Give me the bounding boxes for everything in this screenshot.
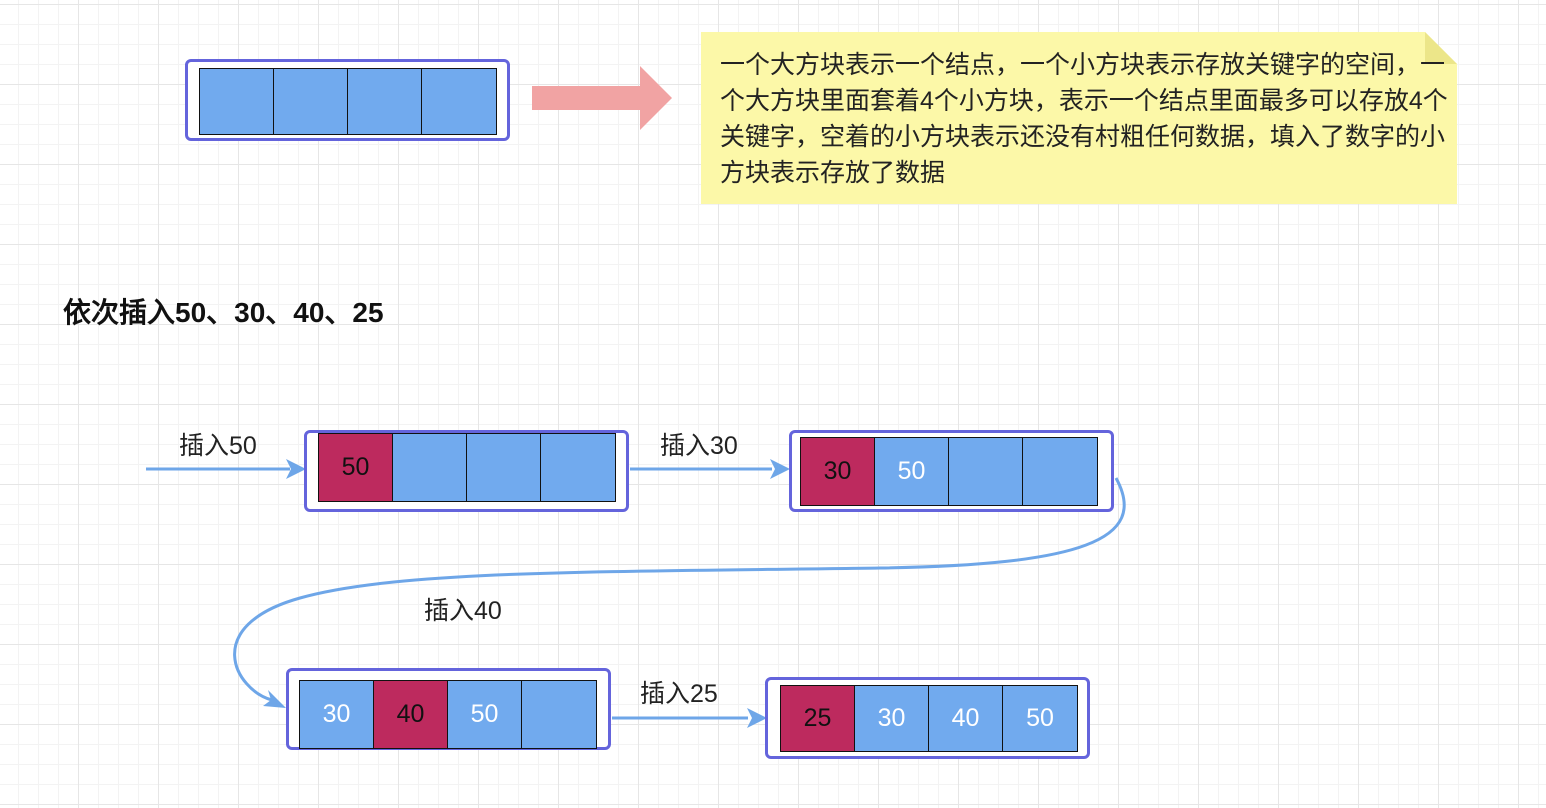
key-slot: 40 bbox=[374, 681, 448, 748]
node-slots: 30 40 50 bbox=[299, 680, 597, 749]
node-slots: 25 30 40 50 bbox=[780, 685, 1078, 752]
node-after-insert-40: 30 40 50 bbox=[286, 668, 611, 750]
key-slot bbox=[393, 434, 467, 501]
explanation-note bbox=[701, 32, 1457, 204]
key-slot: 25 bbox=[781, 686, 855, 751]
legend-arrow-icon bbox=[532, 66, 672, 130]
key-slot: 50 bbox=[875, 438, 949, 505]
explanation-note-text: 一个大方块表示一个结点，一个小方块表示存放关键字的空间，一个大方块里面套着4个小… bbox=[720, 51, 1448, 187]
step-label-insert-25: 插入25 bbox=[640, 680, 718, 708]
step-label-insert-50: 插入50 bbox=[179, 432, 257, 460]
key-slot: 50 bbox=[1003, 686, 1077, 751]
key-slot bbox=[1023, 438, 1097, 505]
insert-40-arrowhead-icon bbox=[263, 690, 286, 708]
key-slot: 30 bbox=[855, 686, 929, 751]
key-slot bbox=[422, 69, 496, 134]
insert-30-arrowhead-icon bbox=[770, 459, 790, 479]
node-slots: 30 50 bbox=[800, 437, 1098, 506]
key-slot bbox=[541, 434, 615, 501]
key-slot bbox=[467, 434, 541, 501]
insert-50-arrowhead-icon bbox=[286, 459, 306, 479]
node-after-insert-50: 50 bbox=[304, 430, 629, 512]
key-slot bbox=[200, 69, 274, 134]
insert-25-arrowhead-icon bbox=[747, 708, 767, 728]
step-label-insert-30: 插入30 bbox=[660, 432, 738, 460]
key-slot bbox=[274, 69, 348, 134]
key-slot: 30 bbox=[300, 681, 374, 748]
insert-40-curve bbox=[233, 477, 1126, 702]
key-slot bbox=[949, 438, 1023, 505]
node-after-insert-25: 25 30 40 50 bbox=[765, 677, 1090, 759]
key-slot: 30 bbox=[801, 438, 875, 505]
legend-node-slots bbox=[199, 68, 497, 135]
insertion-heading: 依次插入50、30、40、25 bbox=[63, 297, 384, 328]
key-slot bbox=[348, 69, 422, 134]
legend-node bbox=[185, 59, 510, 141]
key-slot: 40 bbox=[929, 686, 1003, 751]
key-slot: 50 bbox=[448, 681, 522, 748]
node-after-insert-30: 30 50 bbox=[789, 430, 1114, 512]
key-slot: 50 bbox=[319, 434, 393, 501]
key-slot bbox=[522, 681, 596, 748]
step-label-insert-40: 插入40 bbox=[424, 597, 502, 625]
node-slots: 50 bbox=[318, 433, 616, 502]
